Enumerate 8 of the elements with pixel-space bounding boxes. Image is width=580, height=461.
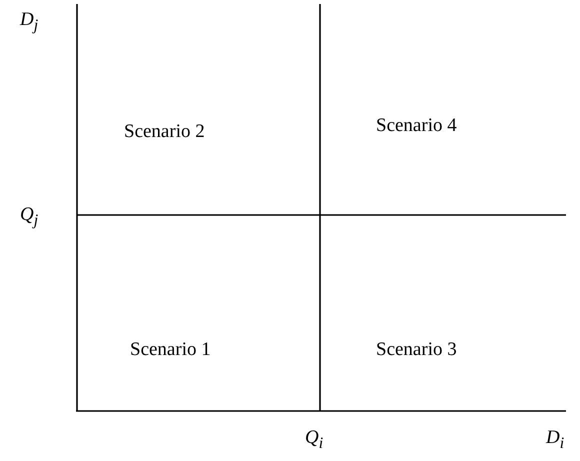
quadrant-label: Scenario 4 [376, 116, 457, 135]
axis-label: Q$_{i}$ [305, 428, 324, 452]
quadrant-label: Scenario 3 [376, 340, 457, 359]
quadrant-label: Scenario 2 [124, 122, 205, 141]
quadrant-label: Scenario 1 [130, 340, 211, 359]
axis-label: Q$_{j}$ [20, 205, 38, 229]
axis-label: D$_{i}$ [546, 428, 564, 452]
axis-label: D$_{j}$ [20, 10, 38, 34]
